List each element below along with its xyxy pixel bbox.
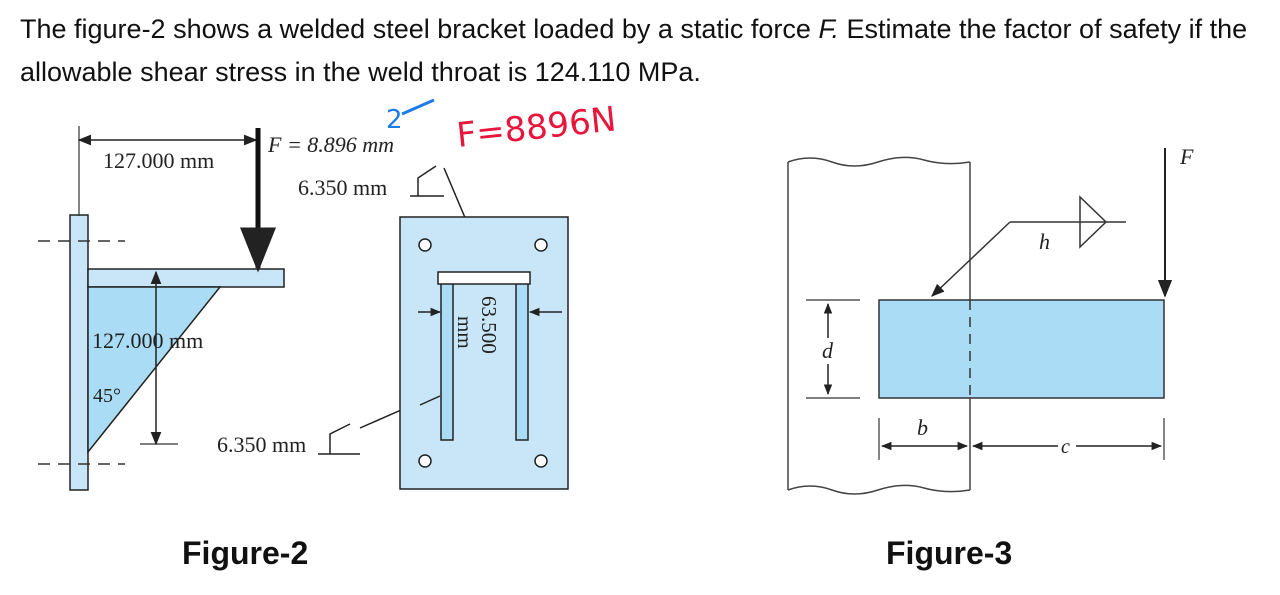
distance-symbol-c: c <box>1061 436 1070 458</box>
weld-size-bottom: 6.350 mm <box>217 432 306 457</box>
weld-leader-f3 <box>931 221 1011 297</box>
weld-right <box>515 277 529 441</box>
angle-label: 45° <box>93 385 121 407</box>
force-label: F = 8.896 mm <box>267 132 394 157</box>
bolt-hole-tl <box>418 238 432 252</box>
force-symbol-f3: F <box>1179 144 1194 169</box>
bolt-hole-br <box>534 454 548 468</box>
bracket-arm <box>87 268 285 288</box>
figure-3-caption: Figure-3 <box>886 535 1012 571</box>
force-symbol: F. <box>818 14 839 44</box>
dim-vertical: 127.000 mm <box>92 328 203 353</box>
handwritten-notes: F=8896N 2 <box>386 98 618 156</box>
handwritten-force: F=8896N <box>455 99 618 156</box>
figure-2: 127.000 mm F = 8.896 mm 6.350 mm 127.000… <box>38 126 569 571</box>
problem-statement: The figure-2 shows a welded steel bracke… <box>20 14 1248 87</box>
bracket-top-section <box>437 271 531 285</box>
dim-plate-width-value: 63.500 <box>477 296 501 354</box>
weld-symbol-h: h <box>1039 229 1050 254</box>
bolt-hole-tr <box>534 238 548 252</box>
gusset <box>87 286 222 455</box>
dim-plate-width-unit: mm <box>453 316 477 349</box>
depth-symbol-d: d <box>822 338 834 363</box>
weld-left <box>440 277 454 441</box>
wall-plate <box>69 214 89 491</box>
front-plate <box>399 216 569 490</box>
figure-3: F h d b c Figure-3 <box>787 144 1194 571</box>
column-outline <box>787 162 971 490</box>
figure-2-caption: Figure-2 <box>182 535 308 571</box>
bolt-hole-bl <box>418 454 432 468</box>
dim-top-length: 127.000 mm <box>103 148 214 173</box>
weld-size-top: 6.350 mm <box>298 175 387 200</box>
weld-rectangle <box>878 299 1165 399</box>
handwritten-blue: 2 <box>386 105 403 135</box>
width-symbol-b: b <box>917 415 928 440</box>
